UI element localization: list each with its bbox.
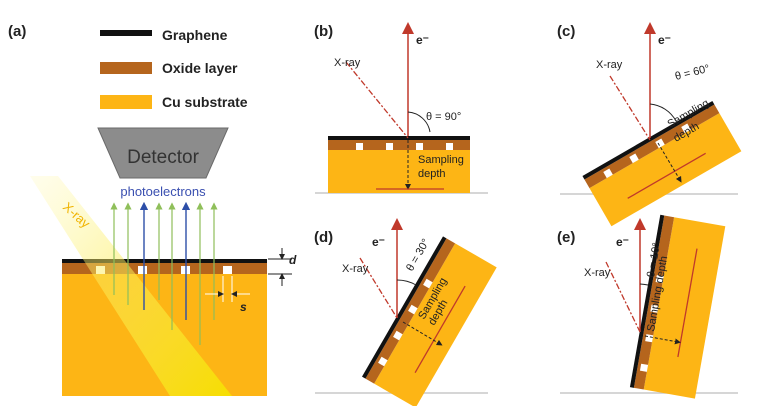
panel-b-label: (b): [314, 23, 333, 40]
legend-oxide-label: Oxide layer: [162, 60, 238, 76]
spacing-s-annotation: [205, 276, 250, 302]
cu-substrate-b: [328, 150, 470, 193]
spacing-s-label: s: [240, 300, 247, 314]
xray-line-e: [605, 261, 641, 333]
legend-cu-swatch: [100, 95, 152, 109]
sample-d: [362, 236, 497, 406]
xray-label-e: X-ray: [584, 267, 611, 279]
oxide-layer-b: [328, 140, 470, 150]
theta-label-b: θ = 90°: [426, 111, 461, 123]
sampling-depth-arrow-e: [644, 335, 681, 345]
photoelectrons-label: photoelectrons: [120, 184, 206, 199]
sampling-label-b: Sampling: [418, 154, 464, 166]
detector: [97, 127, 229, 179]
theta-arc-e: [639, 283, 649, 286]
electron-label-d: e⁻: [372, 235, 385, 249]
legend-graphene-label: Graphene: [162, 27, 228, 43]
panel-a-label: (a): [8, 23, 26, 40]
photoelectron-arrows: [110, 201, 218, 345]
sample-c: [582, 101, 742, 227]
panel-d-label: (d): [314, 229, 333, 246]
graphene-layer-a: [62, 259, 267, 263]
detector-label: Detector: [127, 147, 199, 168]
electron-label-b: e⁻: [416, 33, 429, 47]
xray-label-d: X-ray: [342, 263, 369, 275]
legend-oxide-swatch: [100, 62, 152, 74]
sample-e: [629, 214, 726, 399]
oxide-layer-a: [62, 263, 267, 274]
thickness-d-annotation: [268, 248, 292, 286]
xray-label-b: X-ray: [334, 57, 361, 69]
panel-c-label: (c): [557, 23, 575, 40]
xray-line-c: [609, 75, 651, 141]
panel-e-label: (e): [557, 229, 575, 246]
electron-label-e: e⁻: [616, 235, 629, 249]
xray-label-c: X-ray: [596, 59, 623, 71]
xray-line-b: [345, 61, 409, 139]
theta-arc-b: [407, 111, 431, 133]
graphene-layer-b: [328, 136, 470, 140]
electron-label-c: e⁻: [658, 33, 671, 47]
oxide-gaps-b: [356, 143, 453, 150]
thickness-d-label: d: [289, 253, 297, 267]
xray-beam: [30, 176, 232, 396]
theta-label-c: θ = 60°: [674, 63, 711, 83]
theta-arc-c: [649, 103, 677, 122]
sampling-depth-arrow-d: [402, 321, 443, 346]
depth-label-b: depth: [418, 168, 446, 180]
legend-cu-label: Cu substrate: [162, 94, 248, 110]
legend-graphene-swatch: [100, 30, 152, 36]
sampling-depth-arrow-c: [657, 142, 682, 183]
theta-arc-d: [396, 279, 417, 286]
